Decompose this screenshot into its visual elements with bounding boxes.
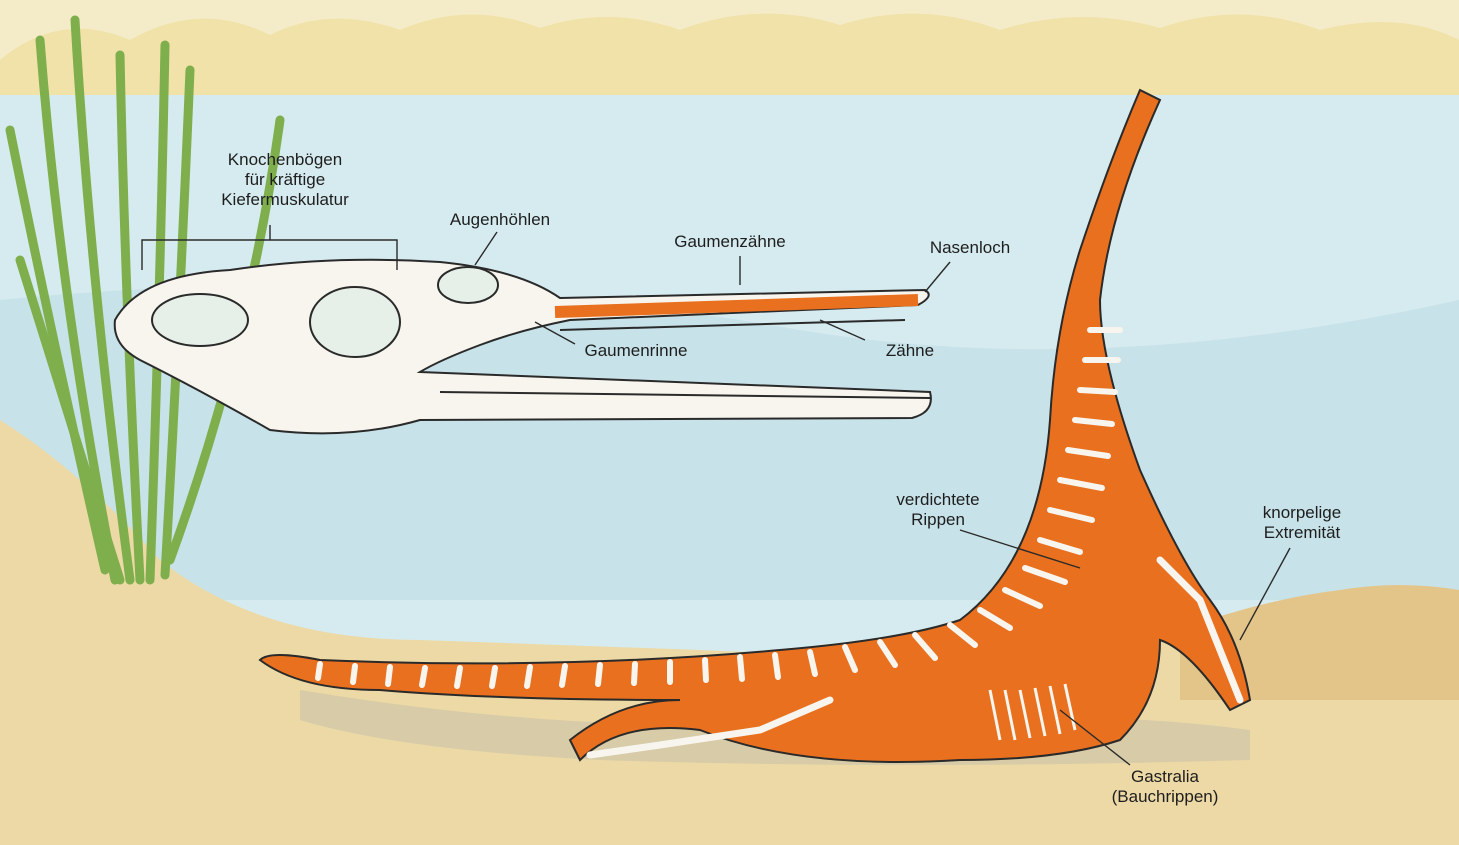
label-gaumenrinne: Gaumenrinne	[566, 341, 706, 361]
label-zaehne: Zähne	[870, 341, 950, 361]
label-gaumenzaehne: Gaumenzähne	[660, 232, 800, 252]
label-augenhoehlen: Augenhöhlen	[430, 210, 570, 230]
label-gastralia-line2: (Bauchrippen)	[1100, 787, 1230, 807]
label-knochenboegen-line3: Kiefermuskulatur	[180, 190, 390, 210]
label-gastralia: Gastralia (Bauchrippen)	[1100, 767, 1230, 807]
label-extremitaet-line1: knorpelige	[1232, 503, 1372, 523]
label-rippen-line1: verdichtete	[878, 490, 998, 510]
label-rippen-line2: Rippen	[878, 510, 998, 530]
label-knochenboegen: Knochenbögen für kräftige Kiefermuskulat…	[180, 150, 390, 210]
label-knochenboegen-line2: für kräftige	[180, 170, 390, 190]
label-knochenboegen-line1: Knochenbögen	[180, 150, 390, 170]
label-nasenloch: Nasenloch	[905, 238, 1035, 258]
label-rippen: verdichtete Rippen	[878, 490, 998, 530]
label-gastralia-line1: Gastralia	[1100, 767, 1230, 787]
label-extremitaet: knorpelige Extremität	[1232, 503, 1372, 543]
label-extremitaet-line2: Extremität	[1232, 523, 1372, 543]
